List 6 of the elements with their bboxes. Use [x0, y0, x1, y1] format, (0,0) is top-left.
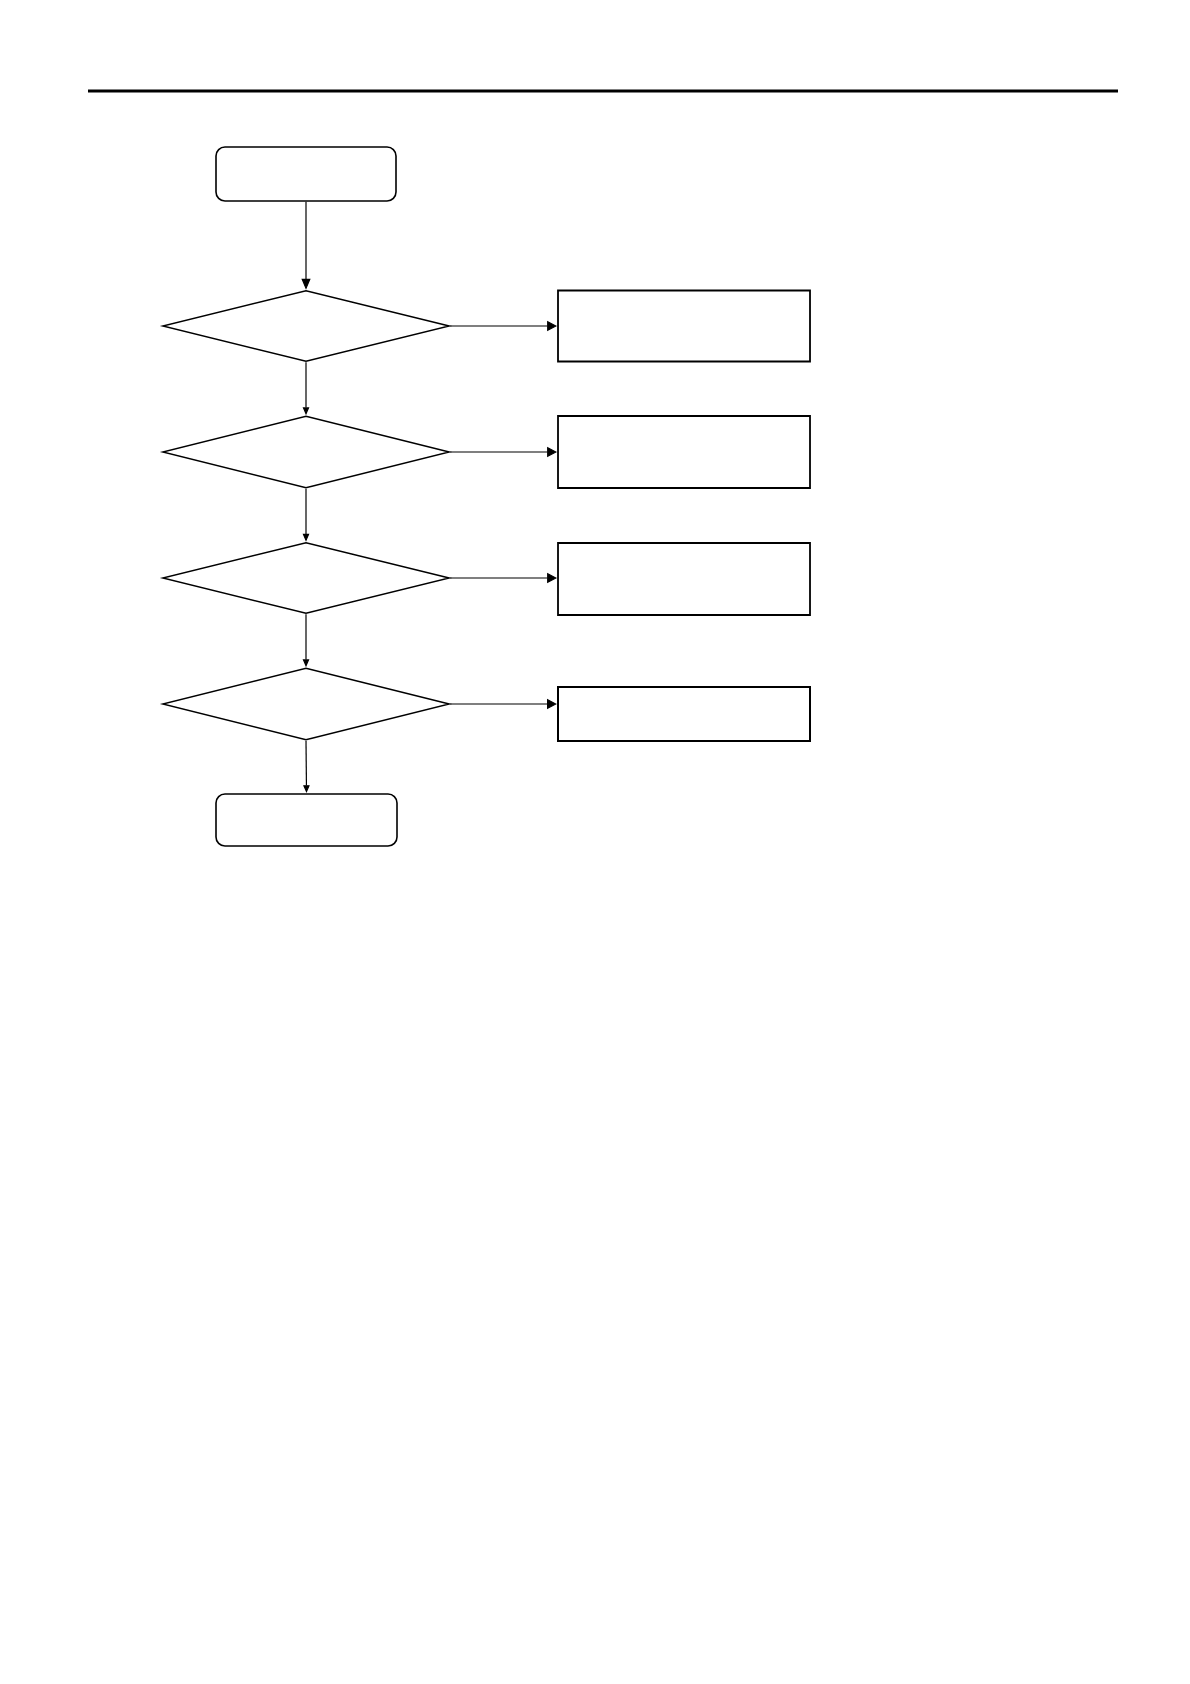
terminal-box	[215, 146, 397, 202]
process-box	[557, 415, 811, 489]
terminal-box	[215, 793, 398, 847]
process-box	[557, 542, 811, 616]
process-box	[557, 686, 811, 742]
process-box	[557, 289, 811, 363]
